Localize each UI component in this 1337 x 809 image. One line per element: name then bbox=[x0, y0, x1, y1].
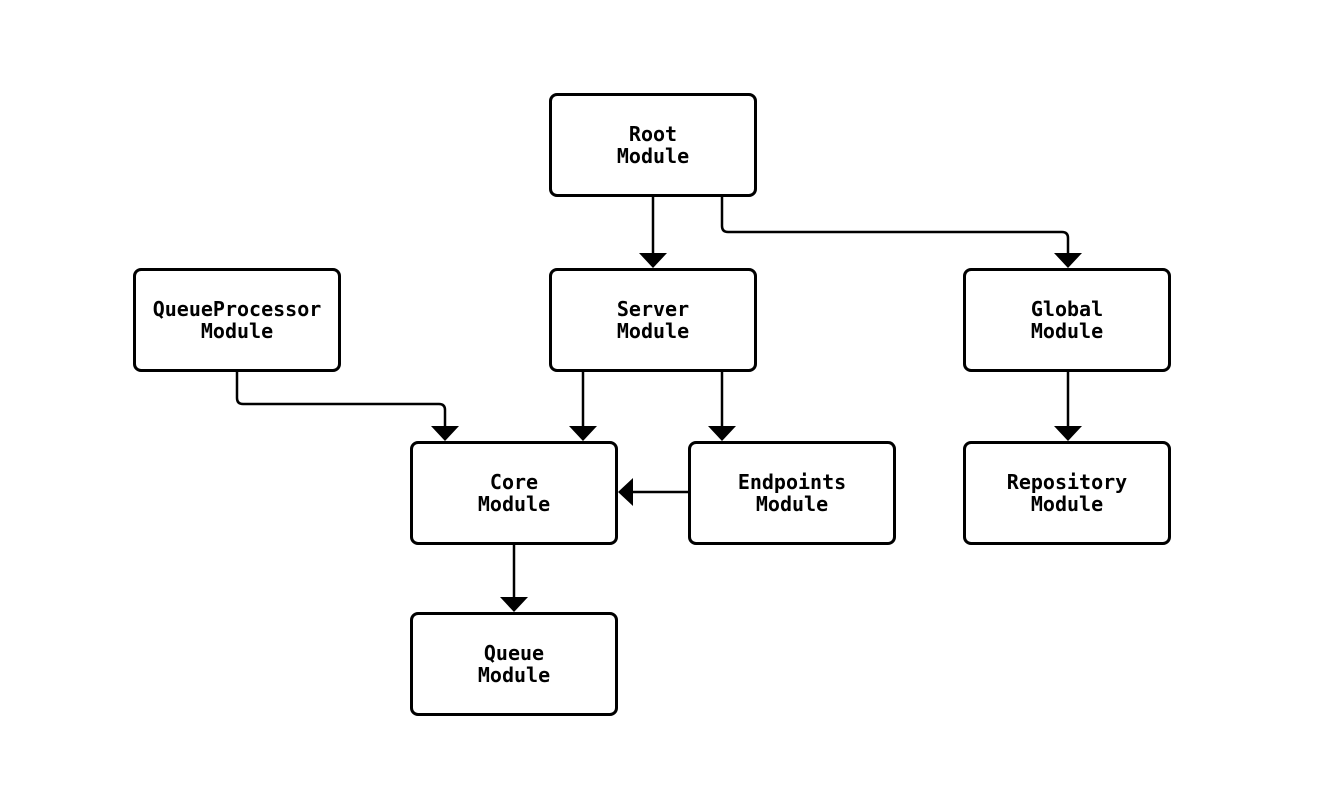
arrowhead-server-to-core bbox=[569, 426, 597, 441]
arrowhead-endpoints-to-core bbox=[618, 478, 633, 506]
node-endpoints-module: Endpoints Module bbox=[688, 441, 896, 545]
node-label: Endpoints Module bbox=[737, 470, 847, 516]
node-label: Global Module bbox=[1030, 297, 1104, 343]
node-label: Root Module bbox=[616, 122, 690, 168]
node-label: Server Module bbox=[616, 297, 690, 343]
arrowhead-core-to-queue bbox=[500, 597, 528, 612]
edge-root-to-global bbox=[720, 197, 1070, 253]
arrowhead-server-to-endpoints bbox=[708, 426, 736, 441]
node-repository-module: Repository Module bbox=[963, 441, 1171, 545]
arrowhead-global-to-repository bbox=[1054, 426, 1082, 441]
node-server-module: Server Module bbox=[549, 268, 757, 372]
arrowhead-root-to-global bbox=[1054, 253, 1082, 268]
node-core-module: Core Module bbox=[410, 441, 618, 545]
node-label: Queue Module bbox=[477, 641, 551, 687]
node-queue-module: Queue Module bbox=[410, 612, 618, 716]
edge-queueprocessor-to-core bbox=[235, 372, 447, 426]
node-label: Core Module bbox=[477, 470, 551, 516]
arrowhead-root-to-server bbox=[639, 253, 667, 268]
node-label: QueueProcessor Module bbox=[152, 297, 322, 343]
node-label: Repository Module bbox=[1006, 470, 1128, 516]
node-queueprocessor-module: QueueProcessor Module bbox=[133, 268, 341, 372]
arrowhead-queueprocessor-to-core bbox=[431, 426, 459, 441]
node-root-module: Root Module bbox=[549, 93, 757, 197]
node-global-module: Global Module bbox=[963, 268, 1171, 372]
